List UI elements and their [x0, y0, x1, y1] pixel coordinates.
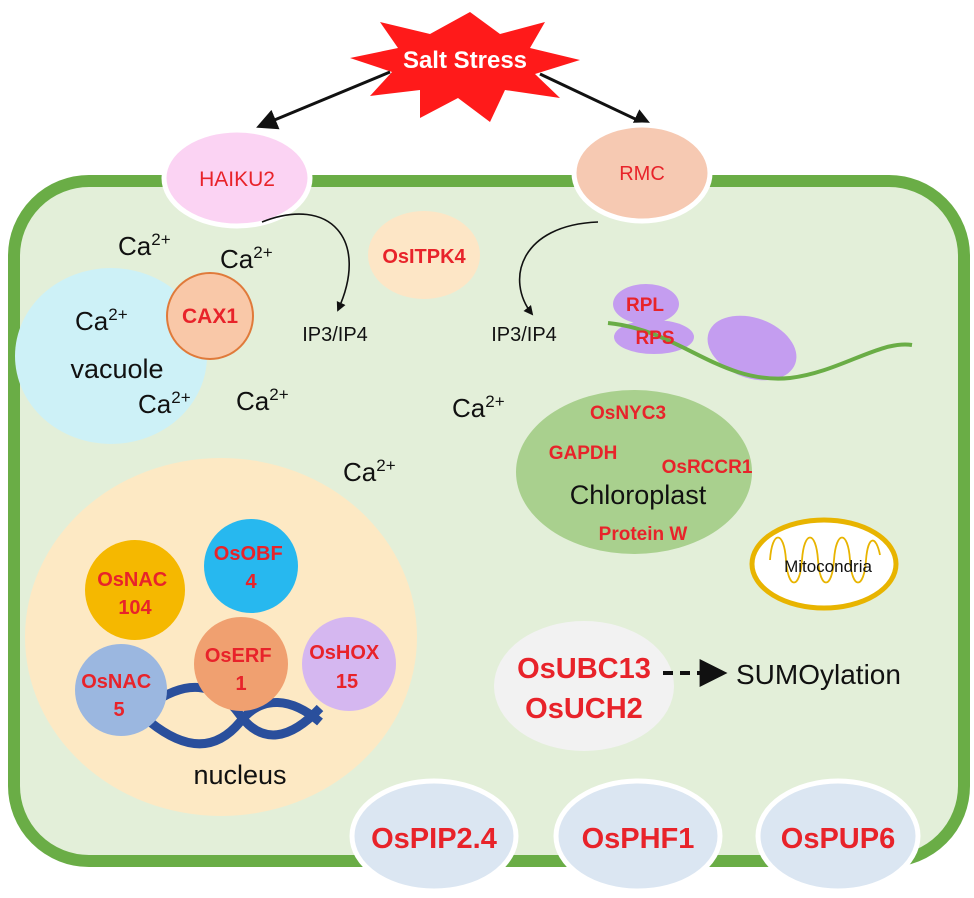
svg-text:Ca2+: Ca2+ — [118, 230, 171, 261]
ca-ion-1: Ca2+ — [118, 230, 171, 261]
osubc13-label: OsUBC13 — [517, 653, 651, 685]
membrane-protein-2 — [553, 778, 723, 894]
mrna-strand — [607, 321, 913, 381]
svg-text:Ca2+: Ca2+ — [138, 388, 191, 419]
osnac104-node — [85, 540, 185, 640]
ca-ion-4: Ca2+ — [138, 388, 191, 419]
ositpk4-node — [368, 211, 480, 299]
curved-arrow-right — [518, 221, 599, 316]
svg-text:Ca2+: Ca2+ — [75, 305, 128, 336]
mitochondria-label: Mitocondria — [784, 557, 872, 576]
osnyc3-label: OsNYC3 — [590, 403, 666, 424]
dna-helix — [147, 682, 324, 749]
rpl-label: RPL — [626, 295, 664, 316]
haiku2-label: HAIKU2 — [199, 168, 275, 191]
nucleus-label: nucleus — [193, 760, 286, 790]
curved-arrow-left — [261, 213, 350, 312]
ubc13-uch2-node — [494, 621, 674, 751]
arrow-to-rmc — [539, 72, 654, 129]
chloroplast — [516, 390, 752, 554]
membrane-protein-3 — [755, 778, 921, 894]
rps-label: RPS — [635, 328, 674, 349]
membrane-protein-1 — [349, 778, 519, 894]
salt-stress-burst — [350, 12, 580, 122]
oshox15-node — [302, 617, 396, 711]
haiku2-receptor — [161, 127, 313, 229]
vacuole — [15, 268, 207, 444]
ribosome — [607, 284, 913, 381]
chloroplast-label: Chloroplast — [570, 480, 707, 510]
gapdh-label: GAPDH — [549, 443, 618, 464]
ca-ion-3: Ca2+ — [75, 305, 128, 336]
ca-ion-5: Ca2+ — [236, 385, 289, 416]
salt-stress-title: Salt Stress — [403, 47, 527, 74]
ip-label-right: IP3/IP4 — [491, 324, 557, 346]
sumoylation-label: SUMOylation — [736, 659, 901, 690]
ip-label-left: IP3/IP4 — [302, 324, 368, 346]
osrccr1-label: OsRCCR1 — [662, 457, 753, 478]
svg-text:Ca2+: Ca2+ — [452, 392, 505, 423]
cax1-transporter — [166, 272, 254, 360]
ositpk4-label: OsITPK4 — [382, 246, 466, 268]
rmc-label: RMC — [619, 163, 665, 185]
vacuole-label: vacuole — [70, 354, 163, 384]
ca-ion-2: Ca2+ — [220, 243, 273, 274]
ca-ion-6: Ca2+ — [452, 392, 505, 423]
mitochondria — [749, 517, 899, 611]
ospup6-label: OsPUP6 — [781, 823, 895, 855]
cax1-label: CAX1 — [182, 305, 238, 328]
arrow-to-haiku2 — [256, 70, 391, 130]
osphf1-label: OsPHF1 — [582, 823, 695, 855]
oserf1-node — [194, 617, 288, 711]
svg-text:Ca2+: Ca2+ — [343, 456, 396, 487]
ospip24-label: OsPIP2.4 — [371, 823, 497, 855]
osobf4-label: OsOBF 4 — [214, 543, 288, 593]
osobf4-node — [204, 519, 298, 613]
rmc-receptor — [571, 122, 713, 224]
osnac5-node — [75, 644, 167, 736]
svg-text:Ca2+: Ca2+ — [236, 385, 289, 416]
osnac104-label: OsNAC 104 — [97, 569, 173, 619]
oshox15-label: OsHOX 15 — [309, 642, 385, 693]
osnac5-label: OsNAC 5 — [81, 671, 157, 721]
osuch2-label: OsUCH2 — [525, 693, 643, 725]
oserf1-label: OsERF 1 — [205, 645, 277, 695]
protein-w-label: Protein W — [599, 524, 688, 545]
svg-text:Ca2+: Ca2+ — [220, 243, 273, 274]
ca-ion-7: Ca2+ — [343, 456, 396, 487]
